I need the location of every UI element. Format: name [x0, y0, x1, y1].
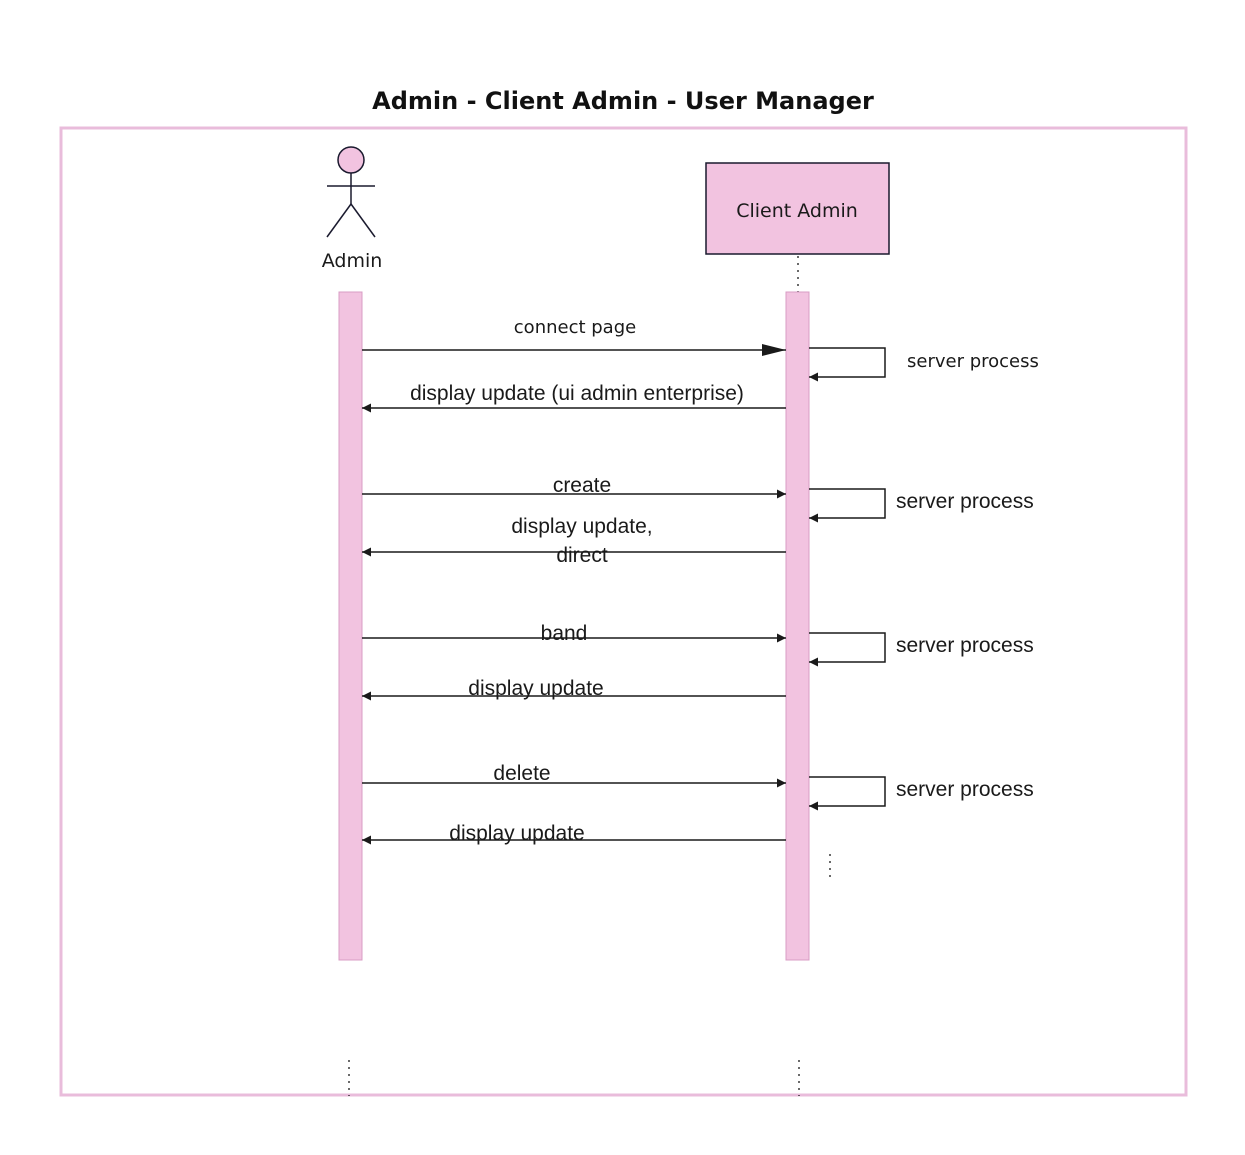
admin-activation-bar	[338, 291, 363, 961]
stick-figure-actor-icon	[326, 146, 376, 238]
self-message-arrow-2	[809, 488, 886, 523]
message-label-create: create	[553, 474, 611, 497]
message-label-delete: delete	[493, 762, 550, 785]
diagram-title: Admin - Client Admin - User Manager	[372, 87, 874, 115]
self-message-arrow-1	[809, 347, 886, 382]
message-label-display-update-2: display update	[468, 677, 603, 700]
participant-admin: Admin	[322, 146, 383, 272]
participant-client-admin: Client Admin	[705, 162, 890, 255]
message-label-connect-page: connect page	[514, 317, 636, 338]
message-label-display-update-direct-line2: direct	[556, 544, 608, 567]
self-message-arrow-3	[809, 632, 886, 667]
self-message-label-2: server process	[896, 490, 1034, 513]
admin-label: Admin	[322, 250, 383, 272]
message-label-band: band	[541, 622, 588, 645]
client-admin-label: Client Admin	[736, 200, 858, 222]
client-admin-box	[705, 162, 890, 255]
message-label-display-update-3: display update	[449, 822, 584, 845]
self-message-arrow-4	[809, 776, 886, 811]
self-message-label-4: server process	[896, 778, 1034, 801]
self-message-label-3: server process	[896, 634, 1034, 657]
client-admin-activation-bar	[785, 291, 810, 961]
message-label-display-update-direct-line1: display update,	[511, 515, 652, 538]
message-label-display-update-ui: display update (ui admin enterprise)	[410, 382, 744, 405]
diagram-frame	[59, 126, 1188, 1097]
self-message-label-1: server process	[907, 351, 1039, 372]
